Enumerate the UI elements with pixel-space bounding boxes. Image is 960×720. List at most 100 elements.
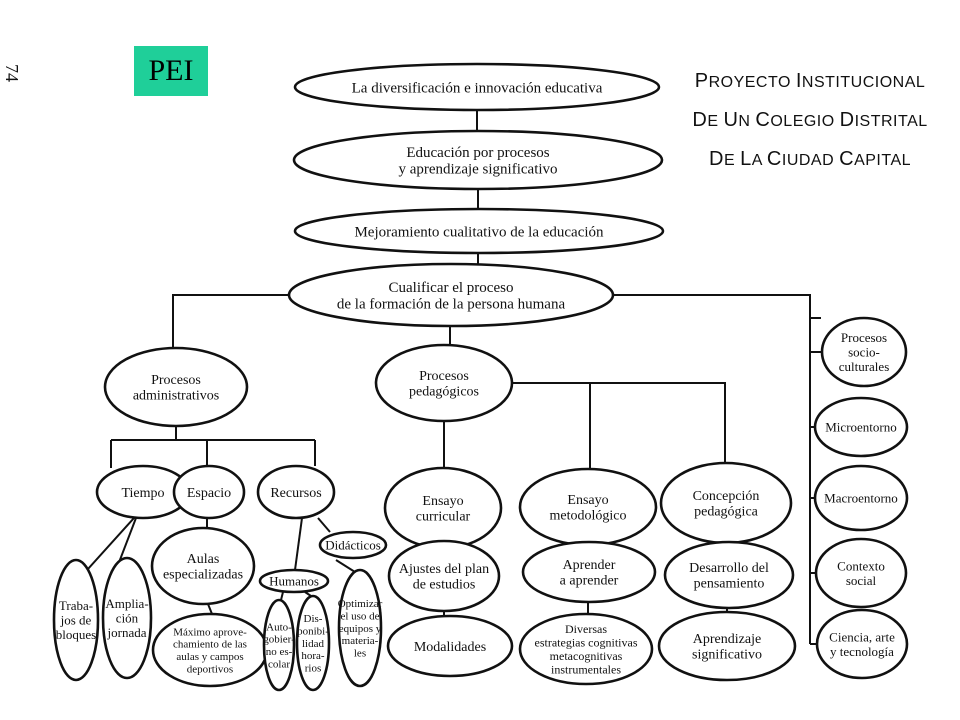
- node-ellipse: [52, 558, 100, 682]
- node-label: Educación por procesos: [406, 145, 549, 161]
- node-label: y tecnología: [830, 644, 894, 659]
- node-mejoramiento: Mejoramiento cualitativo de la educación: [293, 207, 665, 255]
- connector-line: [280, 591, 284, 601]
- node-ellipse: [337, 568, 383, 688]
- node-ellipse: [150, 526, 256, 606]
- node-label: instrumentales: [551, 662, 621, 676]
- node-label: Diversas: [565, 622, 607, 636]
- node-ellipse: [386, 614, 514, 678]
- connector-line: [117, 517, 137, 566]
- node-label: jos de: [60, 613, 92, 628]
- concept-nodes: La diversificación e innovación educativ…: [52, 62, 909, 692]
- node-label: chamiento de las: [173, 639, 247, 651]
- node-label: bloques: [56, 627, 96, 642]
- node-ellipse: [258, 568, 330, 594]
- connector-line: [294, 517, 303, 571]
- diagram-title: PROYECTO INSTITUCIONAL DE UN COLEGIO DIS…: [690, 62, 930, 179]
- node-label: pensamiento: [694, 577, 765, 592]
- node-label: ponibi-: [297, 626, 329, 638]
- node-ellipse: [518, 612, 654, 686]
- node-label: Dis-: [304, 613, 323, 625]
- node-label: curricular: [416, 510, 471, 525]
- node-label: Ajustes del plan: [399, 562, 489, 577]
- node-label: La diversificación e innovación educativ…: [352, 80, 603, 96]
- node-ellipse: [295, 594, 331, 692]
- node-humanos: Humanos: [258, 568, 330, 594]
- node-label: Tiempo: [121, 486, 164, 501]
- node-label: Concepción: [693, 489, 760, 504]
- node-label: Contexto: [837, 558, 885, 573]
- node-label: Optimizar: [338, 598, 383, 610]
- node-didacticos: Didácticos: [318, 530, 388, 560]
- node-label: socio-: [848, 345, 880, 360]
- connector-line: [512, 382, 726, 463]
- node-label: aulas y campos: [176, 651, 243, 663]
- node-microentorno: Microentorno: [813, 396, 909, 458]
- node-ellipse: [820, 316, 908, 388]
- node-label: jornada: [107, 625, 147, 640]
- connector-line: [613, 294, 821, 319]
- node-ellipse: [374, 343, 514, 423]
- node-label: Aprender: [563, 558, 616, 573]
- node-label: rios: [305, 663, 322, 675]
- node-label: pedagógicos: [409, 385, 479, 400]
- node-ellipse: [292, 129, 664, 191]
- node-ellipse: [101, 556, 153, 680]
- node-label: de la formación de la persona humana: [337, 297, 566, 313]
- node-label: Procesos: [841, 330, 887, 345]
- connector-lines: [59, 110, 821, 645]
- node-diversificacion: La diversificación e innovación educativ…: [293, 62, 661, 112]
- node-label: el uso de: [340, 611, 379, 623]
- node-ellipse: [657, 610, 797, 682]
- node-label: lidad: [302, 638, 324, 650]
- node-label: deportivos: [187, 663, 233, 675]
- node-label: Aprendizaje: [693, 632, 761, 647]
- node-ellipse: [814, 537, 908, 609]
- node-ellipse: [293, 207, 665, 255]
- node-ellipse: [387, 539, 501, 613]
- node-label: Auto-: [266, 621, 292, 633]
- node-label: Macroentorno: [824, 491, 898, 506]
- node-label: y aprendizaje significativo: [398, 162, 557, 178]
- node-label: Aulas: [187, 552, 220, 567]
- connector-line: [317, 517, 331, 533]
- node-modalidades: Modalidades: [386, 614, 514, 678]
- node-label: hora-: [301, 650, 325, 662]
- node-recursos: Recursos: [256, 464, 336, 520]
- node-ellipse: [813, 464, 909, 532]
- node-label: ción: [116, 611, 139, 626]
- connector-line: [207, 603, 213, 615]
- node-label: Espacio: [187, 486, 231, 501]
- node-ellipse: [813, 396, 909, 458]
- node-label: equipos y: [339, 623, 382, 635]
- node-autogobierno: Auto-gobier-no es-colar: [262, 598, 296, 692]
- connector-line: [809, 318, 821, 353]
- node-label: pedagógica: [694, 505, 759, 520]
- node-label: colar: [268, 658, 290, 670]
- node-label: Didácticos: [325, 538, 381, 553]
- node-label: significativo: [692, 648, 762, 663]
- node-label: materia-: [342, 635, 379, 647]
- node-label: Microentorno: [825, 420, 896, 435]
- node-label: gobier-: [263, 634, 295, 646]
- node-ellipse: [262, 598, 296, 692]
- node-ellipse: [318, 530, 388, 560]
- node-ellipse: [663, 540, 795, 610]
- node-ellipse: [815, 608, 909, 680]
- node-label: culturales: [839, 359, 890, 374]
